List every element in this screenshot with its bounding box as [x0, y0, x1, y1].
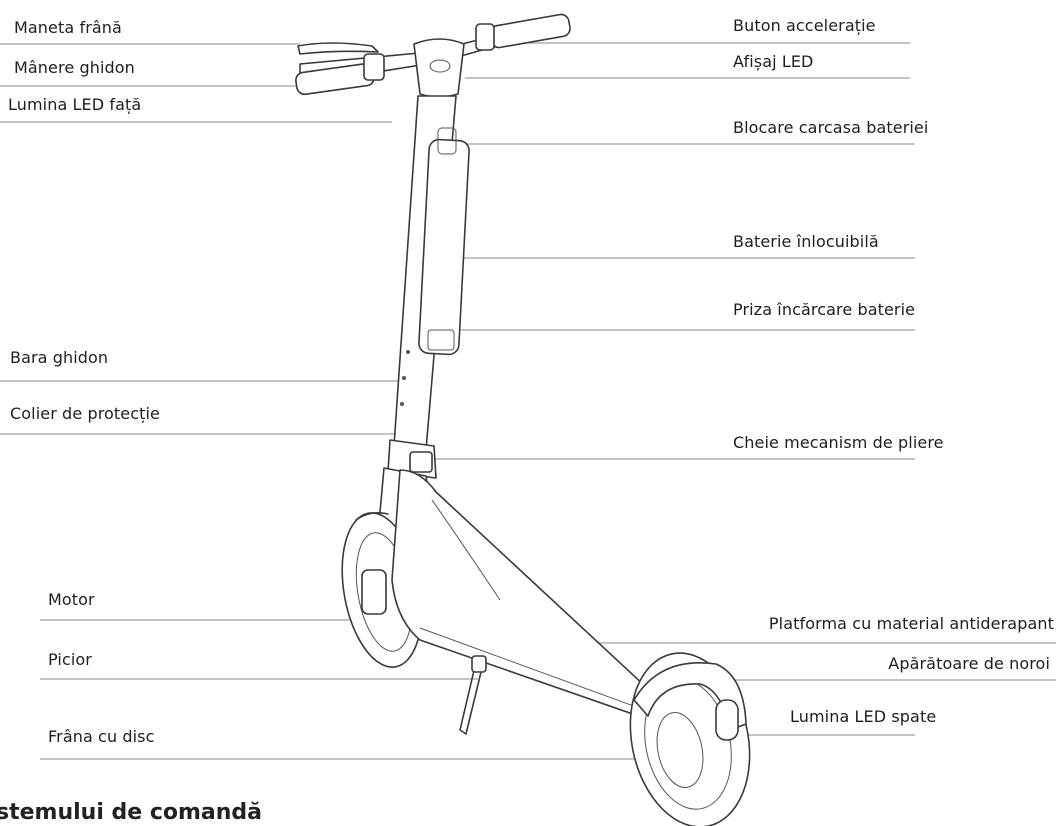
label-blocare-carcasa: Blocare carcasa bateriei: [733, 118, 928, 138]
label-buton-acceleratie: Buton accelerație: [733, 16, 876, 36]
section-heading: stemului de comandă: [0, 800, 262, 825]
label-manere-ghidon: Mânere ghidon: [14, 58, 135, 78]
label-baterie: Baterie înlocuibilă: [733, 232, 879, 252]
label-frana-disc: Frâna cu disc: [48, 727, 155, 747]
label-aparatoare: Apărătoare de noroi: [888, 654, 1050, 674]
label-cheie-pliere: Cheie mecanism de pliere: [733, 433, 944, 453]
label-afisaj-led: Afișaj LED: [733, 52, 813, 72]
stem: [388, 96, 470, 478]
label-priza-incarcare: Priza încărcare baterie: [733, 300, 915, 320]
label-maneta-frana: Maneta frână: [14, 18, 122, 38]
label-platforma: Platforma cu material antiderapant: [769, 614, 1054, 634]
label-lumina-led-spate: Lumina LED spate: [790, 707, 936, 727]
rear-wheel: [615, 642, 765, 826]
kickstand: [460, 656, 486, 734]
deck: [392, 470, 662, 720]
label-colier-protectie: Colier de protecție: [10, 404, 160, 424]
handlebar: [295, 13, 571, 97]
label-lumina-led-fata: Lumina LED față: [8, 95, 141, 115]
label-bara-ghidon: Bara ghidon: [10, 348, 108, 368]
label-motor: Motor: [48, 590, 95, 610]
label-picior: Picior: [48, 650, 92, 670]
